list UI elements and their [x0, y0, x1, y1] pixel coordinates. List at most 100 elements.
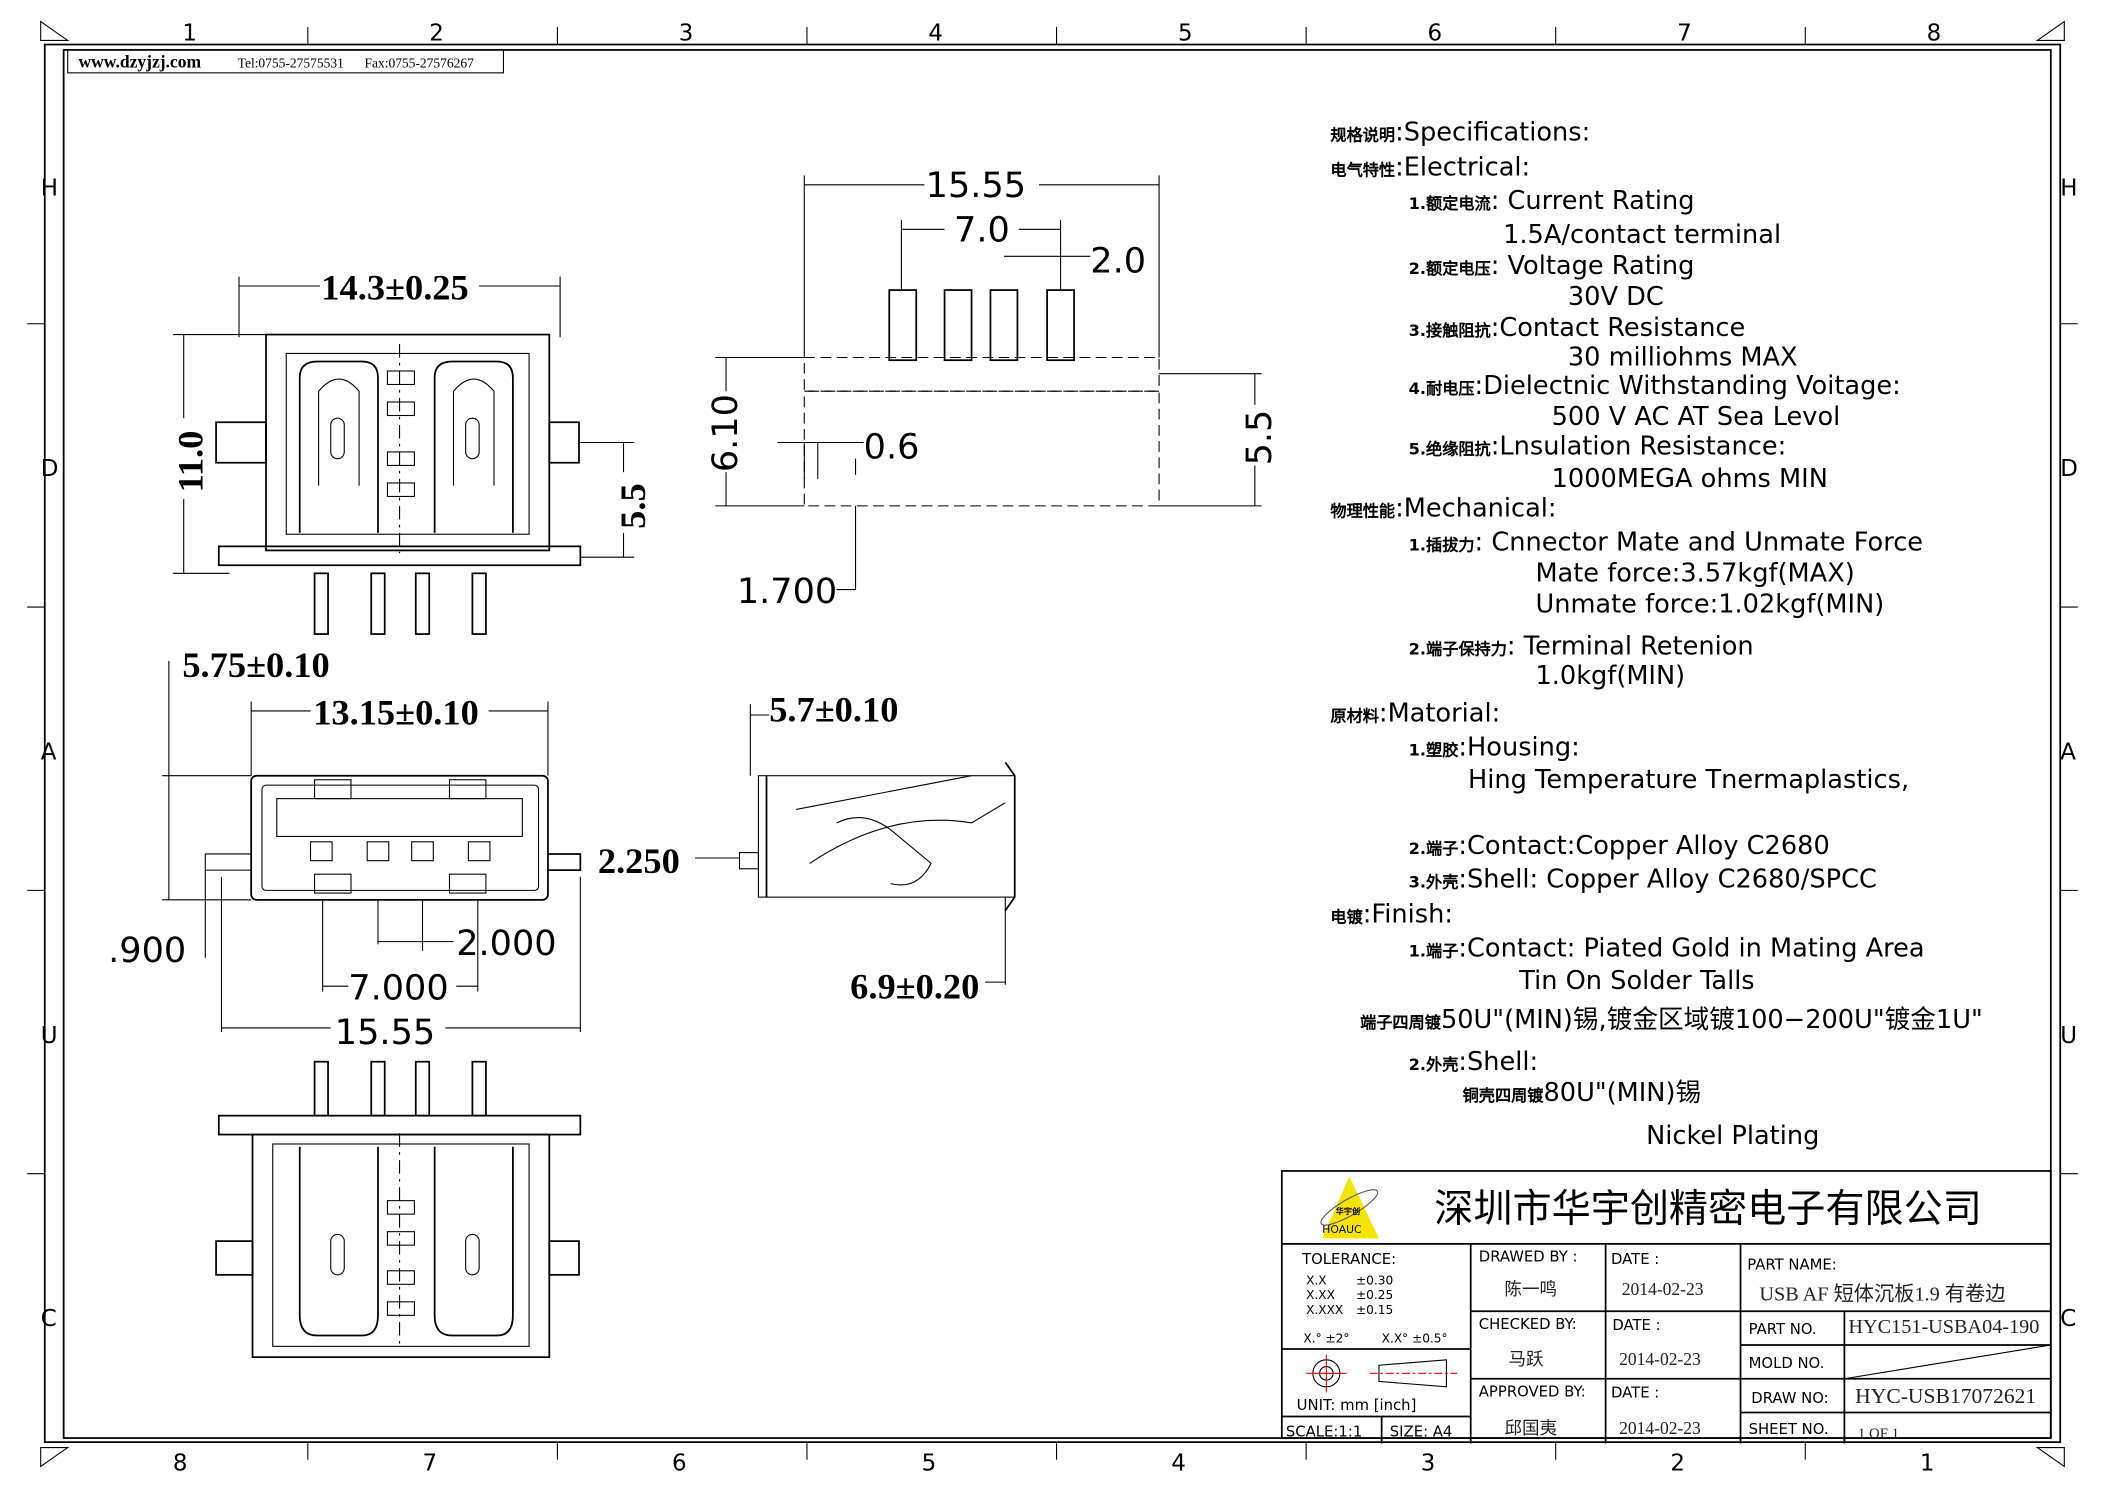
drawed-by-label: DRAWED BY : — [1479, 1248, 1578, 1265]
dim-top-width: 14.3±0.25 — [321, 267, 468, 307]
spec-en-text: Nickel Plating — [1646, 1121, 1819, 1151]
dim-front-overall: 15.55 — [335, 1012, 435, 1053]
dim-side-overall: 15.55 — [926, 165, 1026, 206]
dim-top-height: 11.0 — [171, 431, 211, 493]
header-box — [67, 49, 504, 74]
spec-cn-label: 2.外壳 — [1409, 1055, 1459, 1074]
part-name: USB AF 短体沉板1.9 有卷边 — [1759, 1282, 2005, 1305]
spec-line: 2.外壳:Shell: — [1409, 1047, 1539, 1077]
spec-cn-label: 电镀 — [1330, 908, 1363, 927]
tolerance-table: X.X±0.30 X.XX±0.25 X.XXX±0.15 X.° ±2°X.X… — [1303, 1273, 1447, 1345]
dim-top-pitch: 5.5 — [613, 483, 653, 529]
top-view — [172, 276, 635, 635]
drawed-by: 陈一鸣 — [1504, 1279, 1557, 1299]
spec-cn-label: 物理性能 — [1330, 502, 1395, 521]
spec-en-text: :Housing: — [1458, 732, 1579, 762]
svg-text:5: 5 — [1178, 20, 1193, 46]
spec-line: 30 milliohms MAX — [1568, 343, 1798, 373]
spec-cn-label: 1.插拔力 — [1409, 535, 1475, 554]
profile-view — [695, 704, 1016, 985]
spec-line: 原材料:Matorial: — [1330, 699, 1500, 729]
draw-no-label: DRAW NO: — [1751, 1390, 1828, 1407]
logo-en: HOAUC — [1322, 1223, 1361, 1236]
svg-text:3: 3 — [1421, 1450, 1436, 1476]
svg-text:6: 6 — [1428, 20, 1443, 46]
spec-line: 1.5A/contact terminal — [1503, 220, 1781, 250]
sheet-no-label: SHEET NO. — [1749, 1421, 1829, 1438]
side-view — [715, 175, 1262, 591]
approved-by: 邱国夷 — [1504, 1418, 1557, 1438]
svg-text:A: A — [41, 740, 57, 766]
svg-text:D: D — [2060, 456, 2078, 482]
dim-profile-sink: 2.250 — [598, 841, 680, 881]
spec-en-text: :Contact:Copper Alloy C2680 — [1458, 831, 1829, 861]
svg-text:2: 2 — [1670, 1450, 1685, 1476]
spec-cn-label: 规格说明 — [1330, 125, 1395, 144]
svg-text:±0.15: ±0.15 — [1356, 1303, 1393, 1317]
checked-by: 马跃 — [1508, 1349, 1544, 1369]
projection-symbol-icon — [1306, 1354, 1458, 1393]
svg-text:6: 6 — [672, 1450, 687, 1476]
spec-en-text: : Terminal Retenion — [1507, 631, 1754, 661]
svg-text:2: 2 — [429, 20, 444, 46]
spec-en-text: Hing Temperature Tnermaplastics, — [1468, 765, 1909, 795]
spec-cn-label: 3.接触阻抗 — [1409, 321, 1491, 340]
svg-text:X.° ±2°: X.° ±2° — [1303, 1331, 1349, 1345]
spec-line: Mate force:3.57kgf(MAX) — [1535, 558, 1854, 588]
spec-en-text: :Contact: Piated Gold in Mating Area — [1458, 933, 1924, 963]
spec-line: 3.接触阻抗:Contact Resistance — [1409, 313, 1746, 343]
spec-en-text: :Dielectnic Withstanding Voitage: — [1475, 371, 1901, 401]
spec-en-text: 80U"(MIN)锡 — [1543, 1078, 1701, 1108]
svg-text:4: 4 — [1171, 1450, 1186, 1476]
spec-line: 物理性能:Mechanical: — [1330, 494, 1556, 524]
spec-en-text: :Shell: — [1458, 1047, 1538, 1077]
date-label: DATE : — [1611, 1385, 1659, 1402]
spec-en-text: :Specifications: — [1395, 117, 1590, 147]
spec-en-text: :Electrical: — [1395, 152, 1530, 182]
spec-line: 1.端子:Contact: Piated Gold in Mating Area — [1409, 933, 1925, 963]
spec-cn-label: 铜壳四周镀 — [1463, 1086, 1545, 1105]
svg-text:U: U — [41, 1023, 58, 1049]
part-no-label: PART NO. — [1749, 1321, 1817, 1338]
header-website[interactable]: www.dzyjzj.com — [78, 51, 201, 71]
svg-text:H: H — [41, 176, 58, 202]
spec-en-text: Tin On Solder Talls — [1518, 966, 1754, 996]
size-label: SIZE: A4 — [1390, 1424, 1453, 1441]
spec-en-text: 500 V AC AT Sea Levol — [1552, 402, 1841, 432]
spec-line: 1.0kgf(MIN) — [1535, 661, 1685, 691]
spec-cn-label: 1.额定电流 — [1409, 194, 1491, 213]
spec-line: 1.塑胶:Housing: — [1409, 732, 1580, 762]
spec-line: 2.端子:Contact:Copper Alloy C2680 — [1409, 831, 1830, 861]
spec-line: 2.额定电压: Voltage Rating — [1409, 251, 1695, 281]
spec-line: 4.耐电压:Dielectnic Withstanding Voitage: — [1409, 371, 1901, 401]
svg-text:7: 7 — [422, 1450, 437, 1476]
svg-text:A: A — [2060, 740, 2076, 766]
dim-front-height: 5.75±0.10 — [182, 645, 329, 685]
spec-en-text: Mate force:3.57kgf(MAX) — [1535, 558, 1854, 588]
spec-en-text: :Mechanical: — [1395, 494, 1556, 524]
spec-line: 3.外壳:Shell: Copper Alloy C2680/SPCC — [1409, 865, 1877, 895]
svg-text:1: 1 — [1920, 1450, 1935, 1476]
spec-en-text: Unmate force:1.02kgf(MIN) — [1535, 589, 1884, 619]
bottom-view — [215, 1060, 582, 1359]
front-view — [162, 661, 582, 1033]
header-tel: Tel:0755-27575531 — [238, 55, 344, 70]
approved-by-label: APPROVED BY: — [1479, 1383, 1586, 1400]
dim-front-span: 7.000 — [348, 968, 448, 1009]
company-name: 深圳市华宇创精密电子有限公司 — [1434, 1188, 1982, 1231]
logo-cn: 华宇创 — [1336, 1206, 1360, 1216]
scale-label: SCALE:1:1 — [1286, 1424, 1362, 1441]
date-label: DATE : — [1612, 1317, 1660, 1334]
spec-cn-label: 5.绝缘阻抗 — [1409, 440, 1491, 459]
spec-line: 电镀:Finish: — [1330, 900, 1453, 930]
svg-text:X.X° ±0.5°: X.X° ±0.5° — [1382, 1331, 1448, 1345]
spec-cn-label: 4.耐电压 — [1409, 379, 1475, 398]
svg-text:U: U — [2060, 1023, 2077, 1049]
spec-cn-label: 原材料 — [1330, 707, 1379, 726]
spec-cn-label: 1.塑胶 — [1409, 740, 1460, 759]
svg-text:X.X: X.X — [1306, 1273, 1326, 1287]
spec-en-text: :Shell: Copper Alloy C2680/SPCC — [1458, 865, 1876, 895]
svg-text:7: 7 — [1677, 20, 1692, 46]
